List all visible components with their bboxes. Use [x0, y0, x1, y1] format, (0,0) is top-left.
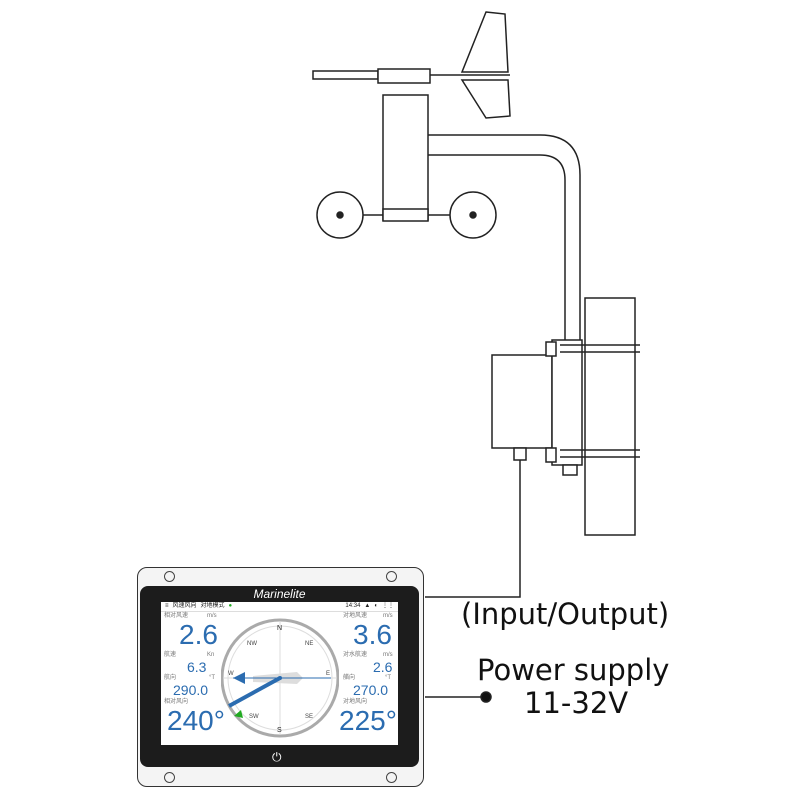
compass-w: W [228, 671, 234, 677]
screw-icon [386, 571, 397, 582]
bell-icon[interactable]: ▲ [364, 603, 371, 609]
wind-pointer-icon [228, 676, 281, 708]
rel-speed-label: 相对风速 [164, 613, 189, 619]
screw-icon [164, 571, 175, 582]
true-speed-label: 对地风速 [343, 613, 368, 619]
unit: m/s [383, 613, 393, 619]
rel-dir-value: 240° [167, 705, 225, 736]
stw-label: 对水航速 [343, 652, 368, 658]
power-button-icon[interactable]: ⏻ [272, 750, 282, 764]
voltage-label: 11-32V [524, 686, 629, 720]
power-label: Power supply [477, 653, 670, 687]
screw-icon [386, 772, 397, 783]
unit: Kn [207, 652, 215, 658]
menu-icon[interactable]: ≡ [165, 603, 169, 609]
display-screen: ≡ 风速风向 对地模式 ● 14:34 ▲ ◐ ⋮⋮ 相对风速 m/s 2.6 … [161, 602, 398, 745]
cog-value: 290.0 [173, 682, 209, 698]
compass-sw: SW [249, 714, 259, 720]
io-label: (Input/Output) [461, 597, 670, 631]
true-wind-marker-icon [234, 710, 243, 718]
true-dir-label: 对地风向 [343, 699, 368, 705]
display-bezel: Marinelite ≡ 风速风向 对地模式 ● 14:34 ▲ ◐ ⋮⋮ 相对… [140, 586, 419, 767]
compass-s: S [277, 727, 282, 734]
heading-label: 艏向 [343, 675, 356, 681]
brightness-icon[interactable]: ◐ [374, 603, 378, 609]
unit: °T [209, 675, 216, 681]
sog-label: 航速 [164, 652, 177, 658]
compass-nw: NW [247, 641, 257, 647]
rel-speed-value: 2.6 [179, 619, 218, 650]
compass-ne: NE [305, 641, 313, 647]
compass-n: N [277, 625, 282, 632]
compass-rose: N S NW NE SW SE E W [221, 618, 339, 738]
status-dot-icon: ● [228, 603, 233, 609]
true-dir-value: 225° [339, 705, 397, 736]
heading-value: 270.0 [353, 682, 389, 698]
screw-icon [164, 772, 175, 783]
heading-arrow-icon [233, 672, 245, 684]
apps-grid-icon[interactable]: ⋮⋮ [382, 603, 394, 609]
compass-e: E [326, 671, 330, 677]
stw-value: 2.6 [373, 659, 393, 675]
clock: 14:34 [345, 603, 361, 609]
unit: m/s [207, 613, 217, 619]
unit: m/s [383, 652, 393, 658]
unit: °T [385, 675, 392, 681]
status-bar: ≡ 风速风向 对地模式 ● 14:34 ▲ ◐ ⋮⋮ [161, 602, 398, 612]
rel-dir-label: 相对风向 [164, 699, 189, 705]
compass-se: SE [305, 714, 313, 720]
cog-label: 航向 [164, 675, 177, 681]
brand-logo: Marinelite [253, 587, 306, 601]
mode-label: 对地模式 [200, 603, 225, 609]
sog-value: 6.3 [187, 659, 207, 675]
true-speed-value: 3.6 [353, 619, 392, 650]
screen-title: 风速风向 [172, 603, 197, 609]
